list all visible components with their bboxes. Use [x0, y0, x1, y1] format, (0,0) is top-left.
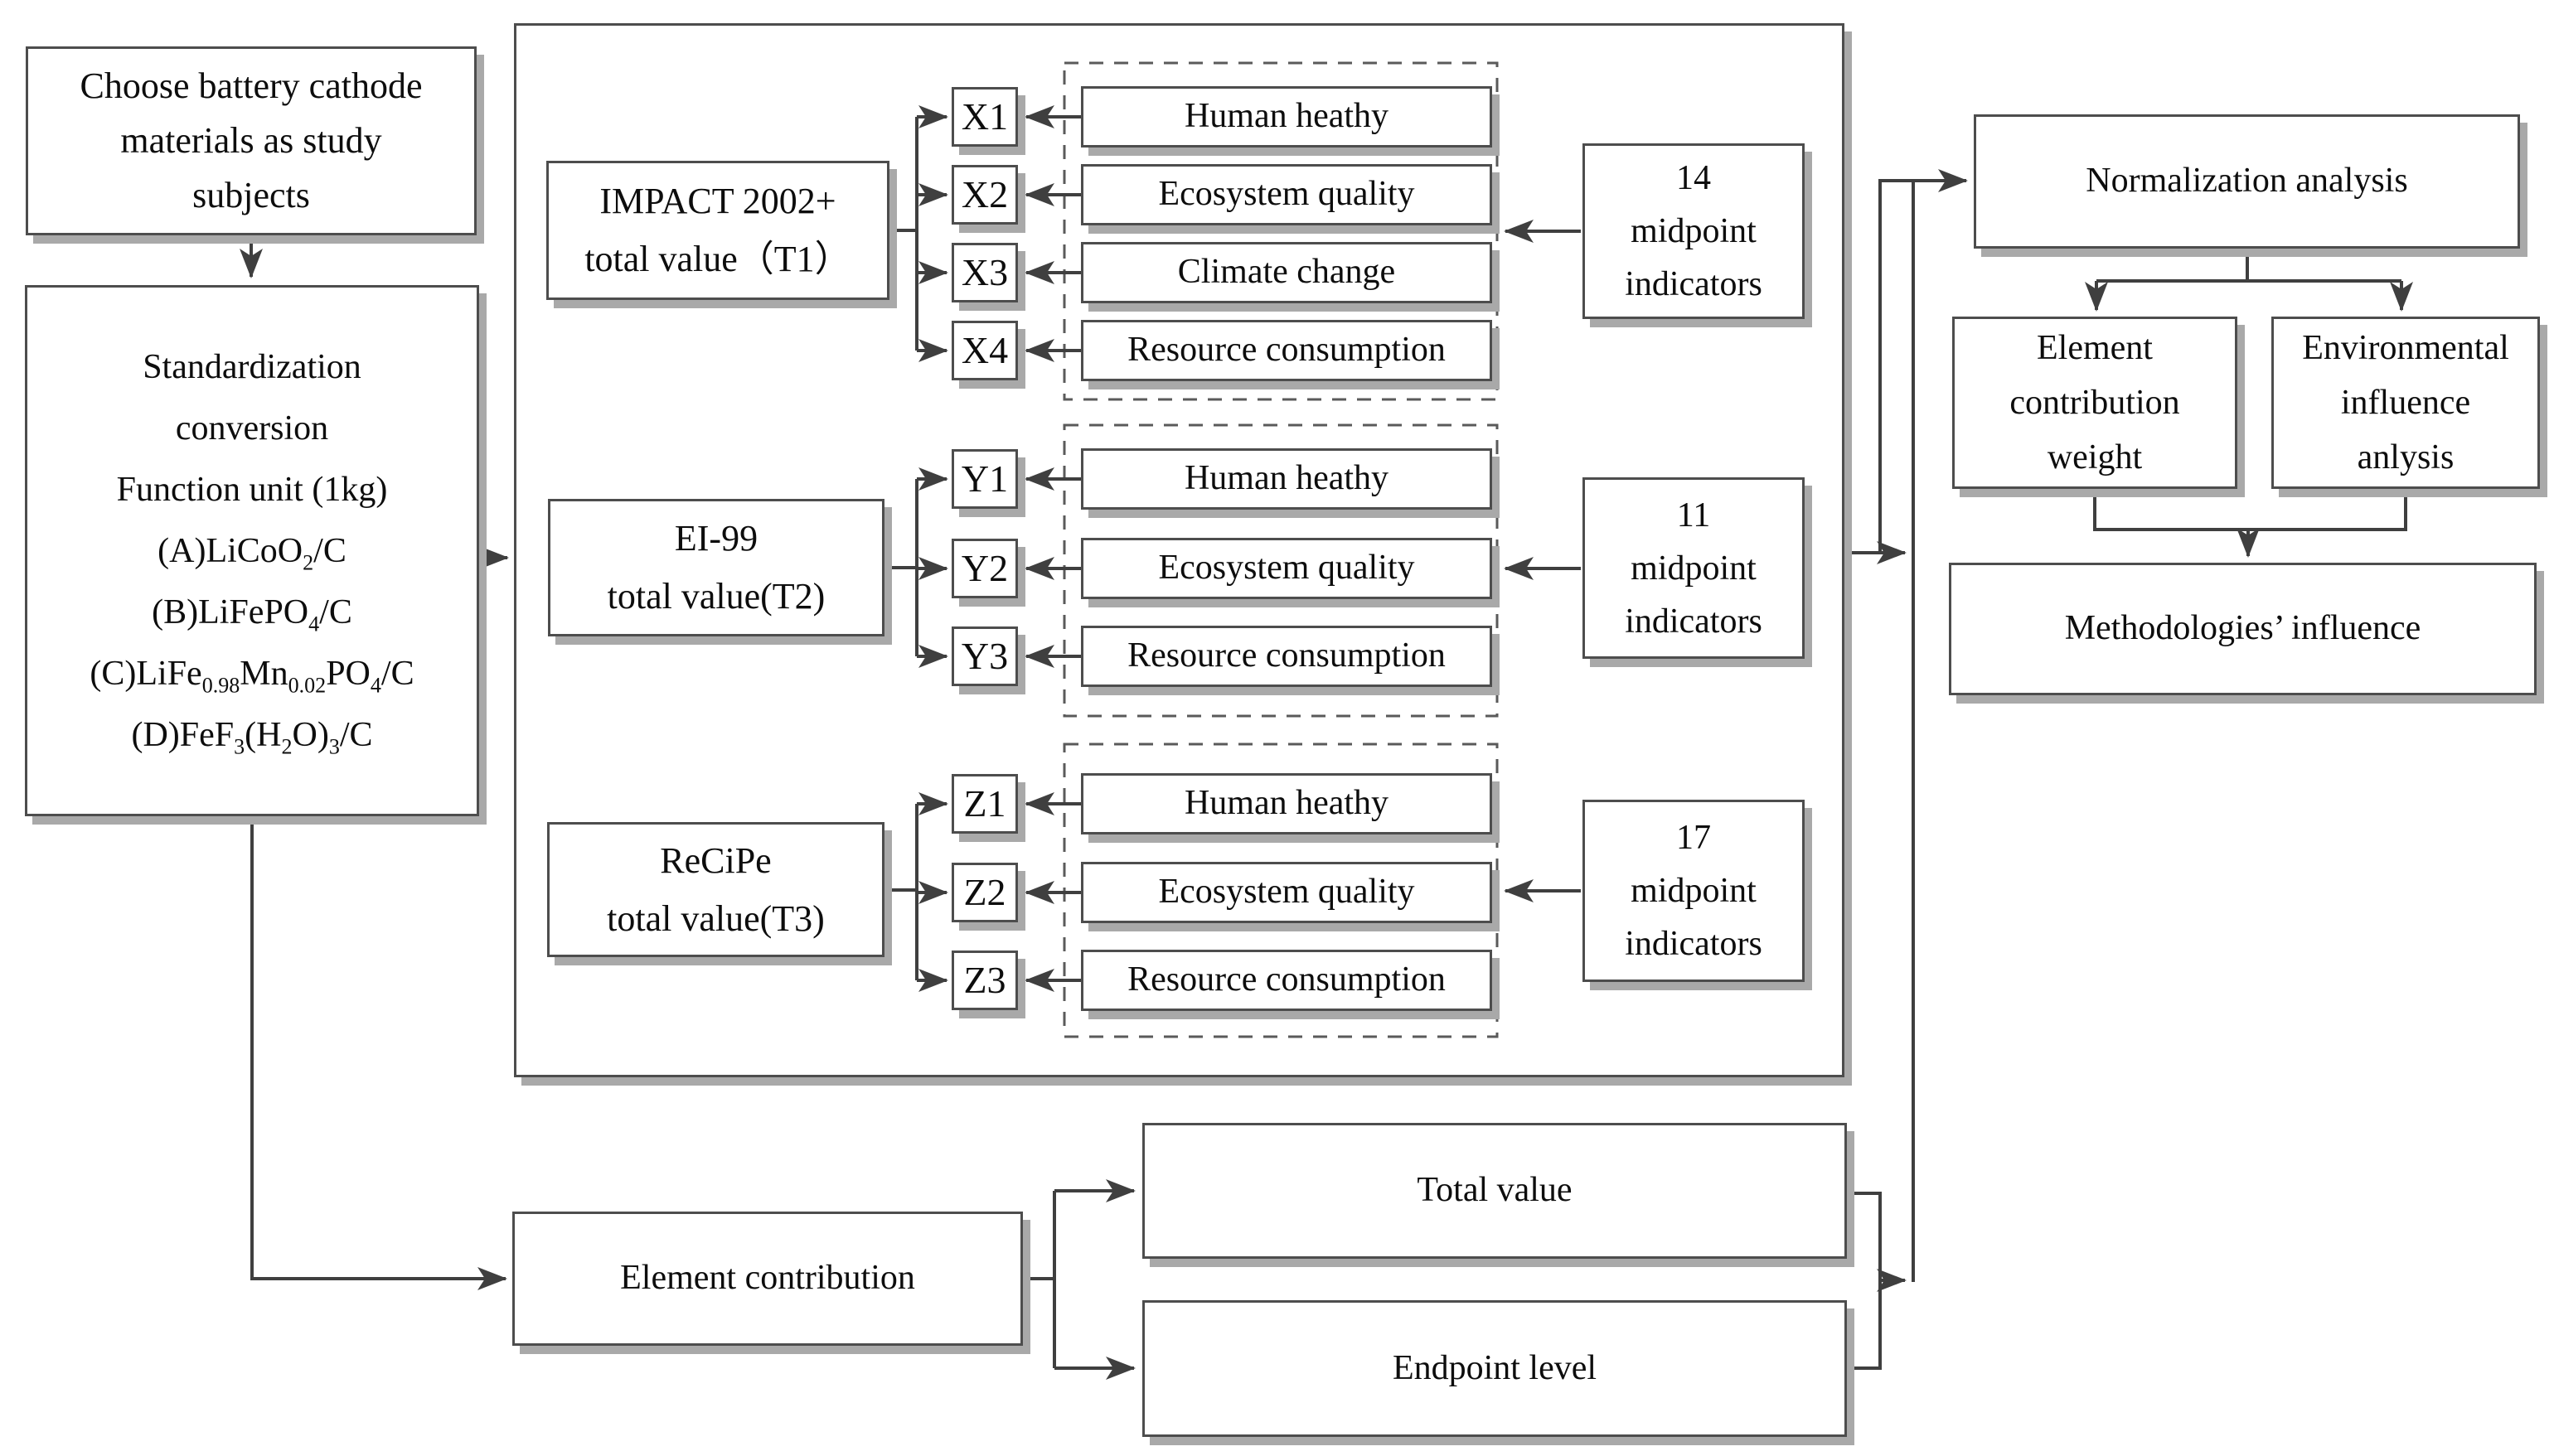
element-contribution-weight-box: Element contribution weight	[1952, 317, 2237, 489]
environmental-influence-box: Environmental influence anlysis	[2271, 317, 2540, 489]
category-box-resource-consumption-1: Resource consumption	[1081, 320, 1492, 381]
midpoint-line: indicators	[1625, 925, 1762, 963]
element-weight-line: contribution	[2009, 384, 2180, 422]
category-label: Resource consumption	[1127, 331, 1446, 370]
category-box-resource-consumption-2: Resource consumption	[1081, 626, 1492, 687]
category-box-human-healthy-3: Human heathy	[1081, 773, 1492, 834]
choose-line: materials as study	[120, 120, 382, 161]
code-box-x4: X4	[952, 321, 1018, 380]
category-label: Climate change	[1177, 253, 1396, 292]
midpoint-line: 11	[1676, 496, 1711, 535]
code-box-y2: Y2	[952, 539, 1018, 598]
standardization-line: Function unit (1kg)	[116, 470, 388, 509]
code-box-y1: Y1	[952, 449, 1018, 509]
code-box-z3: Z3	[952, 951, 1018, 1010]
midpoint-box-11: 11 midpoint indicators	[1582, 477, 1805, 659]
cathode-formula-c: (C)LiFe0.98Mn0.02PO4/C	[90, 654, 414, 697]
normalization-label: Normalization analysis	[2086, 162, 2408, 201]
category-label: Resource consumption	[1127, 636, 1446, 675]
method-name-line: total value(T3)	[607, 897, 825, 939]
total-value-label: Total value	[1417, 1171, 1573, 1210]
endpoint-level-box: Endpoint level	[1142, 1300, 1847, 1437]
standardization-line: conversion	[175, 409, 329, 447]
endpoint-level-label: Endpoint level	[1392, 1348, 1597, 1387]
methodologies-label: Methodologies’ influence	[2064, 609, 2421, 648]
category-label: Ecosystem quality	[1158, 873, 1415, 912]
choose-line: subjects	[192, 175, 310, 215]
midpoint-line: midpoint	[1631, 549, 1757, 588]
midpoint-line: indicators	[1625, 602, 1762, 641]
element-weight-line: weight	[2047, 438, 2143, 476]
element-contribution-label: Element contribution	[620, 1259, 915, 1298]
category-label: Ecosystem quality	[1158, 549, 1415, 588]
midpoint-line: midpoint	[1631, 872, 1757, 910]
midpoint-box-17: 17 midpoint indicators	[1582, 800, 1805, 982]
method-name-line: total value(T2)	[607, 576, 826, 617]
method-name-line: EI-99	[674, 518, 758, 559]
category-box-resource-consumption-3: Resource consumption	[1081, 950, 1492, 1011]
midpoint-line: indicators	[1625, 265, 1762, 303]
method-box-ei99: EI-99 total value(T2)	[548, 499, 884, 636]
category-label: Resource consumption	[1127, 960, 1446, 999]
element-weight-line: Element	[2037, 329, 2153, 367]
arrow-standardization-to-element-contribution	[250, 818, 507, 1290]
code-label: X1	[961, 95, 1009, 138]
category-label: Human heathy	[1184, 459, 1389, 498]
category-box-ecosystem-quality-3: Ecosystem quality	[1081, 862, 1492, 923]
midpoint-line: 17	[1676, 819, 1711, 857]
code-box-y3: Y3	[952, 626, 1018, 686]
element-contribution-box: Element contribution	[512, 1212, 1023, 1346]
cathode-formula-d: (D)FeF3(H2O)3/C	[131, 715, 373, 758]
code-label: Z1	[963, 782, 1006, 825]
code-box-x2: X2	[952, 165, 1018, 225]
methodologies-influence-box: Methodologies’ influence	[1949, 563, 2537, 695]
choose-materials-box: Choose battery cathode materials as stud…	[26, 46, 477, 235]
choose-line: Choose battery cathode	[80, 65, 423, 106]
category-box-human-healthy-1: Human heathy	[1081, 86, 1492, 148]
category-label: Ecosystem quality	[1158, 175, 1415, 214]
methods-panel	[514, 23, 1844, 1077]
midpoint-line: 14	[1676, 159, 1711, 197]
code-label: Y1	[961, 457, 1009, 501]
code-box-x1: X1	[952, 87, 1018, 147]
code-box-z2: Z2	[952, 863, 1018, 922]
cathode-formula-b: (B)LiFePO4/C	[152, 593, 352, 636]
method-box-impact2002: IMPACT 2002+ total value（T1）	[546, 161, 889, 300]
code-label: Y2	[961, 547, 1009, 590]
code-label: Y3	[961, 635, 1009, 678]
category-box-ecosystem-quality-1: Ecosystem quality	[1081, 164, 1492, 225]
total-value-box: Total value	[1142, 1123, 1847, 1259]
code-box-x3: X3	[952, 243, 1018, 302]
method-name-line: ReCiPe	[660, 839, 772, 881]
standardization-box: Standardization conversion Function unit…	[25, 285, 479, 816]
env-influence-line: Environmental	[2302, 329, 2509, 367]
cathode-formula-a: (A)LiCoO2/C	[158, 531, 347, 574]
code-box-z1: Z1	[952, 774, 1018, 834]
normalization-analysis-box: Normalization analysis	[1974, 114, 2520, 249]
code-label: Z3	[963, 959, 1006, 1002]
code-label: X4	[961, 329, 1009, 372]
midpoint-line: midpoint	[1631, 212, 1757, 250]
method-box-recipe: ReCiPe total value(T3)	[547, 822, 884, 957]
standardization-line: Standardization	[143, 347, 361, 386]
method-name-line: total value（T1）	[584, 239, 851, 279]
env-influence-line: anlysis	[2357, 438, 2455, 476]
category-label: Human heathy	[1184, 784, 1389, 823]
env-influence-line: influence	[2340, 384, 2471, 422]
midpoint-box-14: 14 midpoint indicators	[1582, 143, 1805, 319]
category-box-human-healthy-2: Human heathy	[1081, 448, 1492, 510]
code-label: Z2	[963, 871, 1006, 914]
category-box-ecosystem-quality-2: Ecosystem quality	[1081, 538, 1492, 599]
code-label: X2	[961, 173, 1009, 216]
category-label: Human heathy	[1184, 97, 1389, 136]
method-name-line: IMPACT 2002+	[599, 181, 836, 221]
category-box-climate-change: Climate change	[1081, 242, 1492, 303]
code-label: X3	[961, 251, 1009, 294]
